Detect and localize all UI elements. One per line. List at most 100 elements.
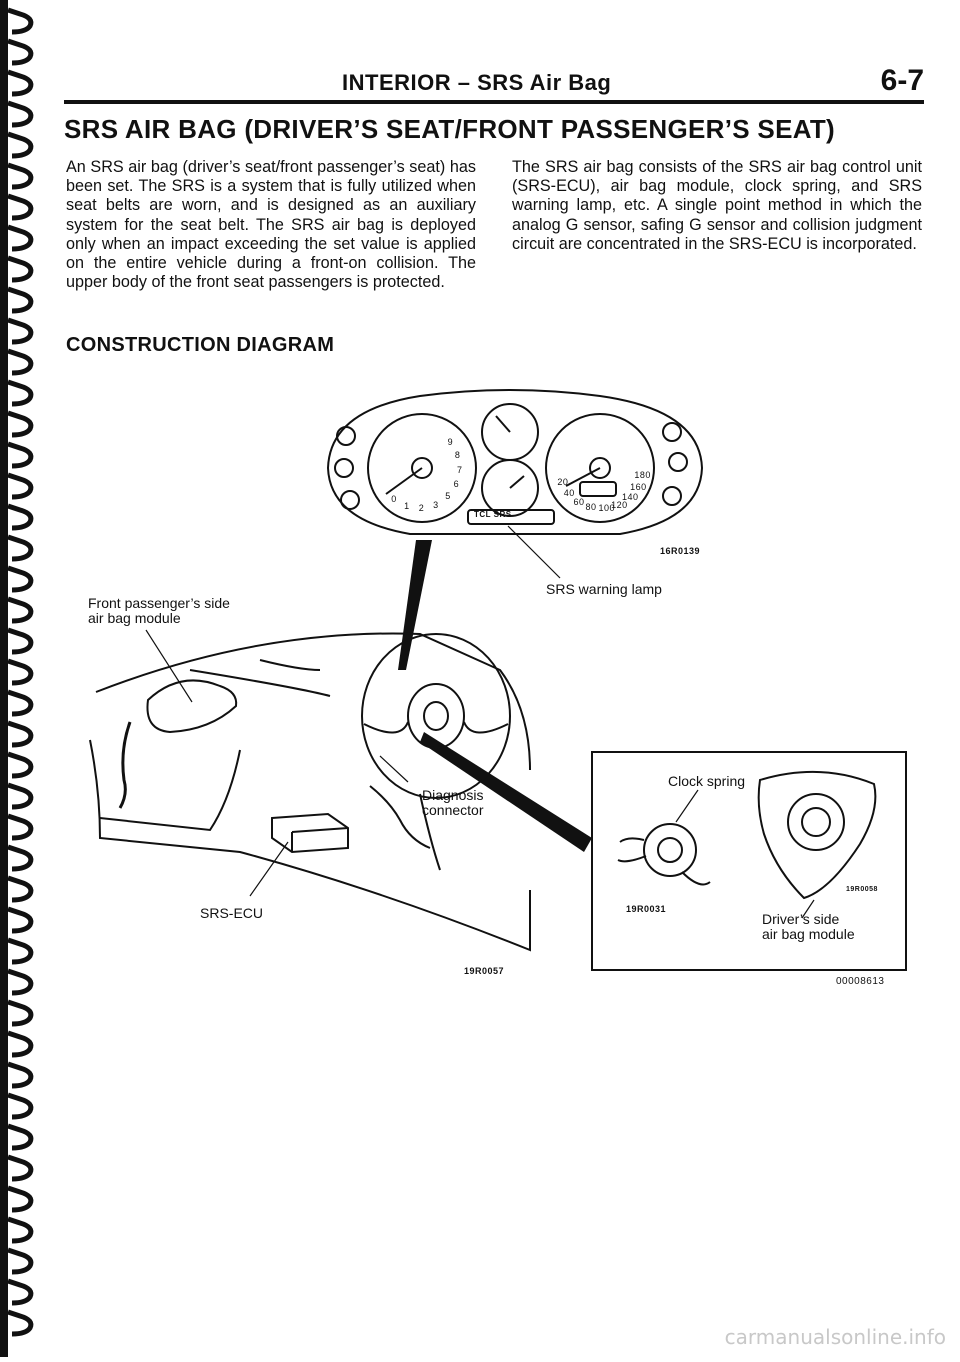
clock-spring-pointer-arrow (420, 732, 592, 852)
page-number: 6-7 (880, 64, 924, 97)
binding-ring (7, 720, 34, 748)
binding-ring (7, 1092, 34, 1120)
label-srs-ecu: SRS-ECU (200, 905, 264, 921)
binding-ring (7, 844, 34, 872)
binding-ring (7, 1061, 34, 1089)
cluster-figure-code: 16R0139 (660, 546, 701, 556)
speedometer-numeral: 20 (557, 476, 569, 487)
watermark: carmanualsonline.info (724, 1325, 946, 1349)
binding-ring (7, 627, 34, 655)
binding-ring (7, 999, 34, 1027)
binding-ring (7, 875, 34, 903)
speedometer-numeral: 160 (630, 482, 647, 493)
section-title: CONSTRUCTION DIAGRAM (66, 334, 335, 356)
binding-ring (7, 968, 34, 996)
binding-ring (7, 1216, 34, 1244)
header-section-title: INTERIOR – SRS Air Bag (342, 70, 612, 95)
binding-ring (7, 255, 34, 283)
clock-spring (643, 823, 697, 877)
main-figure-code: 19R0057 (464, 966, 505, 976)
binding-ring (7, 782, 34, 810)
speedometer-numeral: 120 (611, 499, 628, 510)
binding-ring (7, 100, 34, 128)
label-srs-warning-lamp: SRS warning lamp (546, 581, 662, 597)
binding-ring (7, 472, 34, 500)
tachometer-numeral: 9 (447, 437, 454, 448)
label-diagnosis-connector: Diagnosis connector (422, 787, 484, 818)
binding-ring (7, 906, 34, 934)
cluster-pointer-arrow (398, 540, 432, 670)
intro-paragraph-left: An SRS air bag (driver’s seat/front pass… (66, 158, 476, 292)
binding-ring (7, 162, 34, 190)
dashboard-outline (95, 632, 531, 771)
tachometer-numeral: 7 (456, 464, 463, 475)
figure-number: 00008613 (836, 976, 885, 987)
intro-paragraph-right: The SRS air bag consists of the SRS air … (512, 158, 922, 253)
tachometer-numeral: 1 (404, 500, 410, 511)
binding-ring (7, 410, 34, 438)
binding-ring (7, 689, 34, 717)
label-passenger-airbag-module: Front passenger’s side air bag module (88, 595, 230, 626)
inset-box (591, 751, 907, 971)
speedometer-numeral: 140 (622, 492, 639, 503)
binding-ring (7, 131, 34, 159)
speedometer-numeral: 80 (585, 501, 597, 512)
binding-ring (7, 658, 34, 686)
binding-ring (7, 348, 34, 376)
diagnosis-connector (369, 785, 431, 849)
binding-ring (7, 751, 34, 779)
speedometer-numeral: 60 (573, 496, 585, 507)
tachometer-numeral: 5 (445, 491, 451, 502)
binding-ring (7, 565, 34, 593)
binding-ring (7, 1309, 34, 1337)
binding-ring (7, 224, 34, 252)
label-clock-spring: Clock spring (668, 773, 746, 789)
binding-ring (7, 69, 34, 97)
speedometer-numeral: 40 (563, 488, 575, 499)
indicator-bar-text: TCL SRS (474, 510, 512, 519)
tachometer-numeral: 8 (454, 450, 461, 461)
binding-ring (7, 937, 34, 965)
binding-ring (7, 1278, 34, 1306)
binding-ring (7, 503, 34, 531)
binding-ring (7, 1030, 34, 1058)
passenger-airbag-module (146, 679, 238, 734)
page-title: SRS AIR BAG (DRIVER’S SEAT/FRONT PASSENG… (64, 114, 835, 144)
binding-ring (7, 441, 34, 469)
speedometer-gauge (545, 413, 655, 523)
binding-ring (7, 1154, 34, 1182)
tachometer-gauge (367, 413, 477, 523)
binding-strip (0, 0, 52, 1357)
binding-ring (7, 193, 34, 221)
binding-ring (7, 7, 34, 35)
tachometer-numeral: 3 (433, 499, 439, 510)
binding-ring (7, 1123, 34, 1151)
tachometer-numeral: 2 (418, 502, 425, 513)
header-rule (64, 100, 924, 104)
driver-airbag-module (757, 770, 877, 900)
cluster-outline (326, 389, 704, 535)
binding-ring (7, 813, 34, 841)
binding-ring (7, 596, 34, 624)
binding-ring (7, 379, 34, 407)
tachometer-numeral: 6 (453, 479, 460, 490)
page-header: INTERIOR – SRS Air Bag 6-7 (64, 62, 924, 104)
binding-ring (7, 1247, 34, 1275)
speedometer-numeral: 100 (598, 502, 616, 513)
temp-gauge (481, 459, 539, 517)
binding-ring (7, 286, 34, 314)
driver-figure-code: 19R0058 (846, 886, 878, 893)
binding-ring (7, 38, 34, 66)
clock-figure-code: 19R0031 (626, 904, 667, 914)
binding-ring (7, 534, 34, 562)
warning-lamp-leader (507, 525, 561, 579)
binding-ring (7, 1185, 34, 1213)
label-driver-airbag-module: Driver’s side air bag module (762, 911, 855, 942)
diagram-drawing (89, 389, 907, 971)
tachometer-numeral: 0 (391, 493, 397, 504)
srs-ecu-box (271, 812, 349, 854)
steering-wheel (361, 633, 511, 799)
binding-ring (7, 317, 34, 345)
speedometer-numeral: 180 (634, 469, 651, 480)
